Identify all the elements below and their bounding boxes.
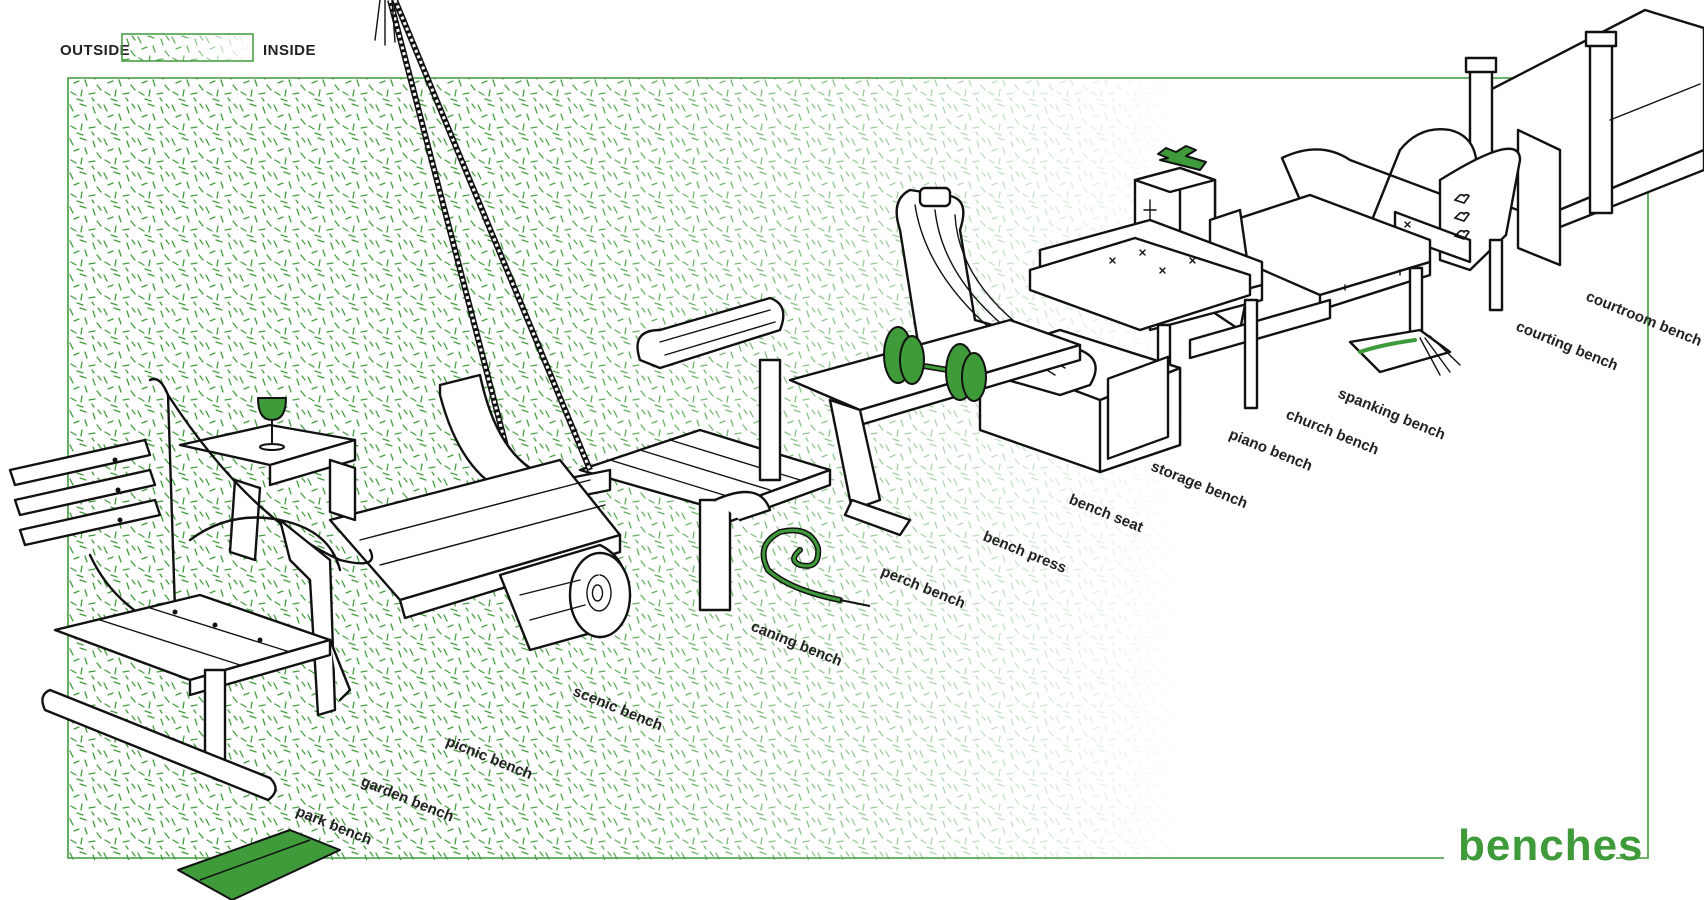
wine-glass-icon [257,397,287,451]
log-icon [498,543,632,652]
page-title: benches [1458,821,1644,870]
perch-bench [578,296,832,612]
cross-icon [1157,145,1207,171]
paddle-icon [1358,338,1417,354]
towel-icon [177,829,341,900]
dumbbell-icon [883,326,987,402]
legend-outside-label: OUTSIDE [60,42,130,59]
park-bench [8,438,341,900]
legend-gradient-swatch [122,34,253,61]
spanking-bench [1238,193,1461,376]
whip-icon [760,527,871,607]
garden-bench [148,377,374,717]
rope-icon [374,0,593,501]
legend: OUTSIDE INSIDE [60,33,316,62]
bench-seat [1028,236,1252,332]
courting-bench [1280,128,1522,312]
legend-inside-label: INSIDE [263,42,316,59]
legend-swatch-border [121,33,254,62]
scenic-bench [328,373,632,652]
bench-press [788,186,1097,537]
